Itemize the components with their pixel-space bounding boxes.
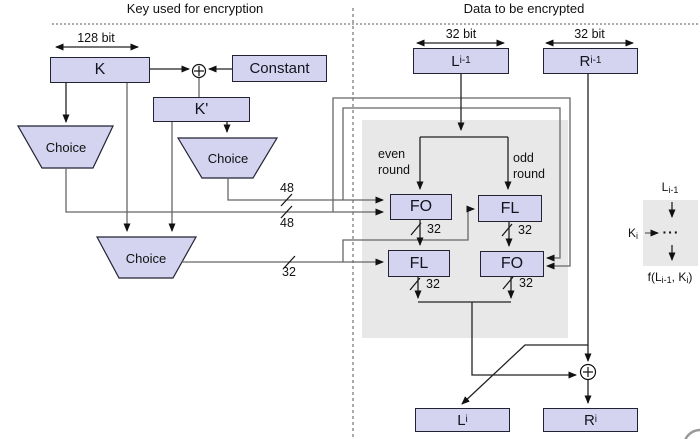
- fo-top-box: FO: [390, 194, 452, 220]
- odd-round-label: odd round: [513, 151, 545, 181]
- label-32-fl-bottom-out: 32: [426, 277, 440, 291]
- label-48-lower: 48: [280, 216, 294, 230]
- bus-loop-outer: [332, 97, 571, 270]
- corner-arc-decoration: [684, 428, 700, 439]
- slash-fl-top-out: [501, 223, 513, 237]
- legend-f-label: f(Li-1, Ki): [647, 270, 693, 285]
- choice3-shape: [95, 236, 198, 279]
- slash-32-fl: [283, 255, 296, 269]
- choice1-label: Choice: [45, 140, 87, 155]
- bus-loop-inner: [342, 107, 561, 262]
- label-32bit-right: 32 bit: [574, 27, 605, 41]
- legend-dots: ···: [662, 224, 680, 240]
- fl-bottom-box: FL: [388, 250, 450, 277]
- legend-k-label: Ki: [628, 226, 639, 241]
- bus-32-to-fl-top: [342, 205, 475, 262]
- wire-swap-to-lout: [461, 344, 588, 405]
- bus-48-upper: [227, 178, 384, 204]
- fo-bottom-box: FO: [480, 251, 544, 277]
- slash-fo-top-out: [410, 222, 422, 236]
- slash-48-upper: [280, 193, 293, 207]
- legend-l-prev-label: Li-1: [661, 180, 679, 195]
- label-48-upper: 48: [280, 181, 294, 195]
- choice3-label: Choice: [125, 251, 167, 266]
- choice2-shape: [176, 137, 279, 179]
- header-key-section: Key used for encryption: [126, 1, 264, 16]
- label-128bit: 128 bit: [77, 31, 115, 45]
- even-round-label: even round: [378, 147, 410, 177]
- label-32-fl: 32: [282, 265, 296, 279]
- label-32bit-left: 32 bit: [445, 27, 477, 41]
- wire-f-out-to-xor: [471, 302, 577, 379]
- header-data-section: Data to be encrypted: [463, 1, 585, 16]
- k-box: K: [50, 57, 150, 83]
- fl-top-box: FL: [478, 195, 542, 222]
- label-32-fo-top-out: 32: [427, 222, 441, 236]
- constant-box: Constant: [232, 55, 327, 82]
- bus-48-lower: [65, 168, 384, 216]
- choice1-shape: [16, 125, 114, 169]
- choice2-label: Choice: [207, 151, 249, 166]
- kprime-box: K': [153, 97, 250, 122]
- label-32-fl-top-out: 32: [518, 223, 532, 237]
- label-32-fo-bottom-out: 32: [519, 276, 533, 290]
- slash-48-lower: [280, 205, 293, 219]
